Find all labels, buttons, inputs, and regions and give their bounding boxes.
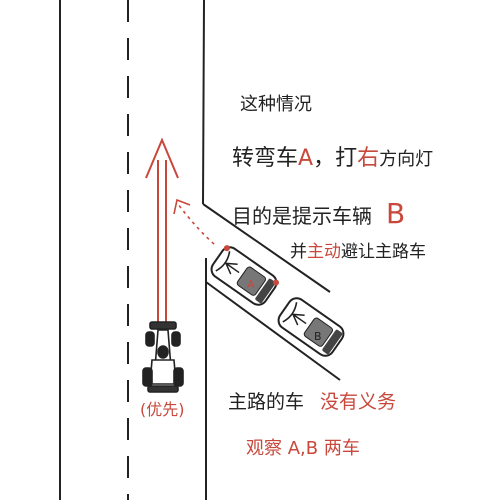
main-road-pre: 主路的车	[228, 391, 305, 413]
line3-red: 主动	[307, 242, 341, 262]
side-road-upper-edge	[202, 203, 331, 293]
road-right-edge	[202, 0, 207, 500]
line3-post: 避让主路车	[341, 242, 426, 262]
formula-car-icon	[142, 321, 184, 393]
car-a-label: A	[247, 278, 255, 291]
line2: 目的是提示车辆 B	[232, 200, 405, 228]
side-road-lower-edge	[205, 281, 341, 381]
main-road-red: 没有义务	[320, 391, 397, 413]
line1-post: 方向灯	[379, 149, 434, 170]
line1: 转弯车A，打右方向灯	[232, 148, 433, 170]
line2-pre: 目的是提示车辆	[232, 204, 372, 228]
line1-car-a: A	[298, 146, 314, 171]
line1-mid: ，打	[313, 146, 358, 171]
car-a	[210, 245, 280, 306]
title-text: 这种情况	[240, 94, 312, 115]
bottom-note: 观察 A,B 两车	[246, 438, 360, 459]
arrow-up-icon	[145, 137, 179, 330]
line3: 并主动避让主路车	[290, 244, 426, 261]
line2-car-b: B	[386, 197, 406, 230]
car-b-label: B	[314, 330, 322, 343]
car-b	[277, 297, 345, 357]
main-road-note: 主路的车没有义务	[228, 393, 396, 412]
line1-right: 右	[357, 146, 380, 171]
curved-arrow-icon	[173, 198, 215, 245]
priority-label: (优先)	[140, 400, 185, 419]
line3-pre: 并	[290, 242, 307, 262]
line1-pre: 转弯车	[232, 146, 299, 171]
